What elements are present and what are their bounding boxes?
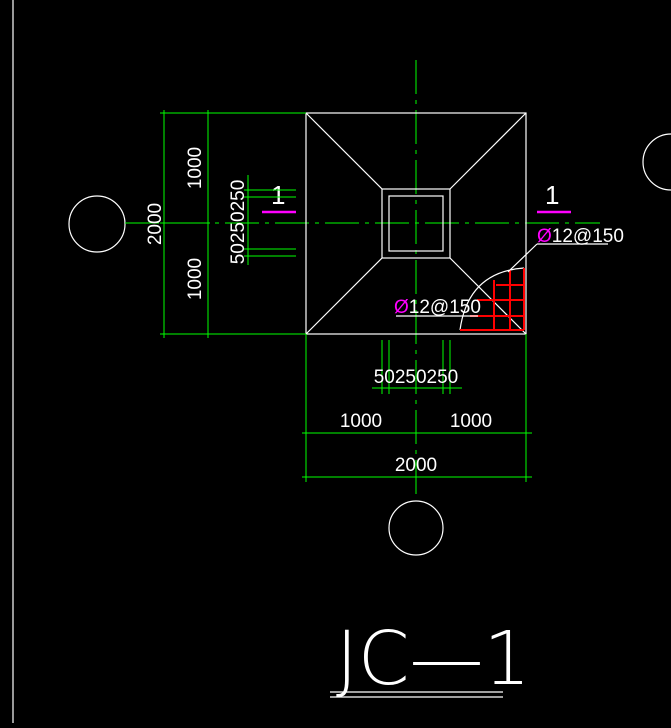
axis-bubble-bottom (388, 500, 444, 556)
bottom-dimensions (302, 334, 532, 482)
dim-bottom-total: 2000 (395, 455, 437, 476)
rebar-x-leader-angle (507, 243, 538, 273)
slope-line-tl (305, 112, 383, 190)
slope-line-tr (449, 112, 527, 190)
dim-bottom-left: 1000 (340, 411, 382, 432)
rebar-x-label: Ø12@150 (537, 226, 624, 247)
dim-left-column: 50250250 (228, 180, 249, 265)
left-dimensions (160, 110, 306, 338)
dim-left-total: 2000 (145, 203, 166, 245)
slope-line-bl (305, 257, 383, 335)
axis-bubble-left (68, 195, 126, 253)
dim-left-bottom: 1000 (185, 258, 206, 300)
section-mark-left: 1 (271, 180, 285, 210)
dim-bottom-right: 1000 (450, 411, 492, 432)
section-mark-right: 1 (545, 180, 559, 210)
rebar-detail (459, 267, 525, 331)
dim-bottom-column: 50250250 (374, 367, 459, 388)
dim-left-top: 1000 (185, 147, 206, 189)
slope-line-br (449, 257, 527, 335)
rebar-y-label: Ø12@150 (394, 297, 481, 318)
axis-bubble-right-partial (642, 133, 671, 191)
footing-outline (305, 112, 527, 335)
column-section (388, 195, 444, 252)
column-pedestal (381, 188, 451, 259)
drawing-title: JC—1 (336, 616, 531, 702)
